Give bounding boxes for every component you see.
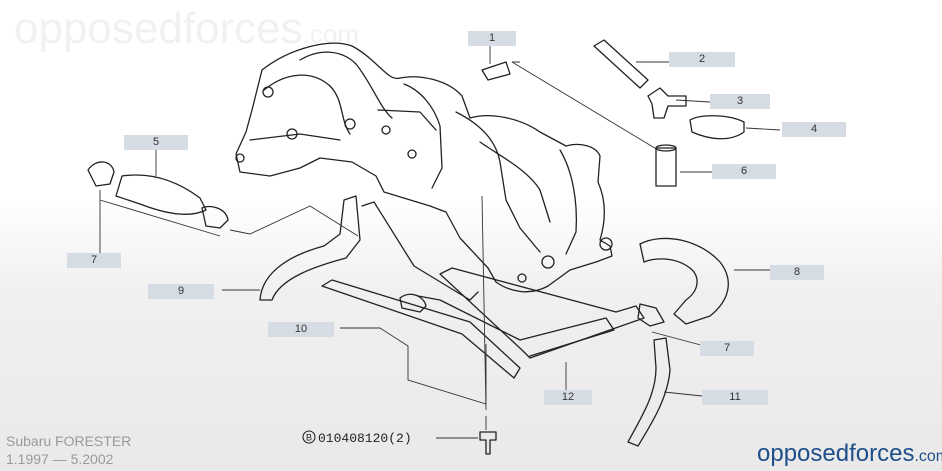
- hose-2: [593, 39, 649, 89]
- watermark-suffix: .com: [302, 19, 359, 49]
- bolt-symbol-letter: B: [306, 433, 312, 443]
- pipe-bracket: [399, 293, 427, 313]
- callout-9: 9: [148, 284, 214, 299]
- callout-8: 8: [770, 265, 824, 280]
- pipe-12: [439, 267, 645, 359]
- brand-suffix: .com: [914, 448, 942, 465]
- callout-10: 10: [268, 322, 334, 337]
- tee-fitting-3: [647, 87, 687, 119]
- callout-7a: 7: [67, 253, 121, 268]
- hose-8: [639, 237, 729, 325]
- callout-3: 3: [710, 94, 770, 109]
- bolt-callout: B 010408120(2): [302, 430, 412, 446]
- bolt-symbol-icon: B: [302, 430, 316, 444]
- bolt-quantity: (2): [388, 431, 412, 446]
- bolt: [479, 431, 497, 455]
- intake-manifold: [235, 42, 613, 293]
- clamp-7c: [637, 303, 665, 327]
- hose-9: [259, 195, 361, 301]
- pipe-10: [321, 279, 521, 379]
- callout-5: 5: [124, 135, 188, 150]
- vehicle-model: Subaru FORESTER: [6, 433, 132, 449]
- brand-logo: opposedforces.com: [757, 440, 942, 468]
- clamp-7a: [87, 161, 115, 187]
- callout-7b: 7: [700, 341, 754, 356]
- callout-2: 2: [669, 52, 735, 67]
- bolt-part-number: 010408120: [318, 431, 389, 446]
- brand-name: opposedforces: [757, 440, 915, 467]
- callout-6: 6: [712, 164, 776, 179]
- callout-1: 1: [468, 31, 516, 46]
- watermark-top: opposedforces.com: [14, 4, 359, 54]
- hose-5: [115, 174, 207, 215]
- plug-6: [655, 147, 677, 187]
- watermark-site: opposedforces: [14, 4, 303, 53]
- callout-4: 4: [782, 122, 846, 137]
- callout-11: 11: [702, 390, 768, 405]
- vehicle-years: 1.1997 — 5.2002: [6, 451, 114, 467]
- callout-12: 12: [544, 390, 592, 405]
- sensor-1: [481, 61, 511, 81]
- clamp-7b: [201, 205, 229, 229]
- vehicle-info: Subaru FORESTER 1.1997 — 5.2002: [6, 432, 131, 468]
- hose-11: [627, 337, 671, 447]
- hose-4: [689, 115, 745, 140]
